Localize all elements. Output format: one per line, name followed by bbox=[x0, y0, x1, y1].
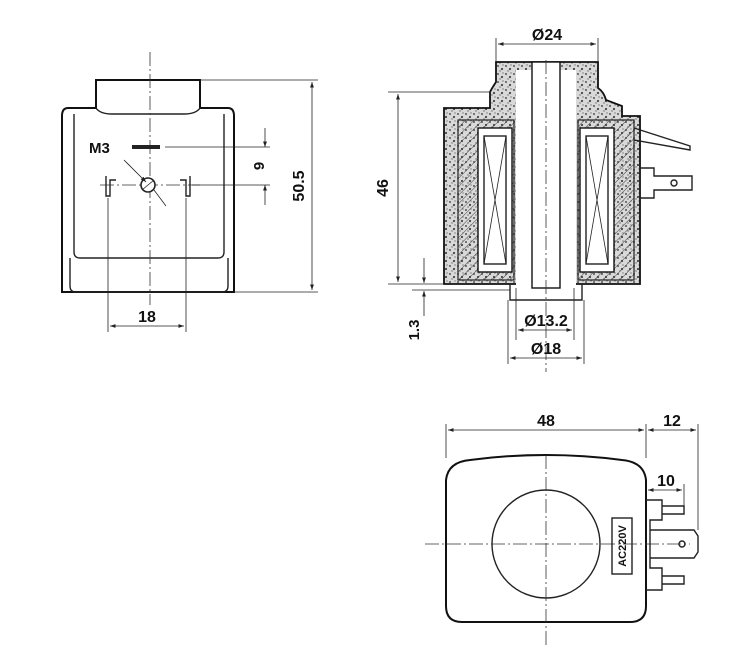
base-lip bbox=[509, 284, 583, 301]
terminal-spade bbox=[650, 529, 699, 559]
front-inner-frame bbox=[73, 114, 225, 259]
terminal-projection-dimension: 12 bbox=[663, 413, 681, 430]
front-view: M3 9 50.5 18 bbox=[61, 52, 318, 332]
voltage-label-frame bbox=[611, 517, 633, 575]
width-dimension: 48 bbox=[537, 413, 555, 430]
front-top-bevel bbox=[95, 107, 201, 115]
bottom-diameter-dimension: Ø18 bbox=[531, 341, 561, 358]
height-dimension: 50.5 bbox=[291, 170, 308, 201]
base-step-dimension: 1.3 bbox=[406, 320, 423, 341]
right-core-gap bbox=[560, 70, 576, 288]
terminal-lug bbox=[639, 167, 693, 199]
voltage-label: AC220V bbox=[617, 525, 629, 567]
terminal-blade bbox=[633, 127, 691, 151]
thread-label: M3 bbox=[89, 140, 110, 157]
terminal-length-dimension: 10 bbox=[657, 473, 675, 490]
section-view: Ø24 46 1.3 Ø13.2 Ø18 bbox=[375, 27, 693, 372]
top-body-outline bbox=[445, 454, 647, 623]
top-view: AC220V 48 12 10 bbox=[425, 413, 699, 645]
front-lower-skirt bbox=[69, 258, 229, 293]
top-diameter-dimension: Ø24 bbox=[532, 27, 562, 44]
left-terminal-slot bbox=[105, 176, 116, 197]
terminal-upper-blade bbox=[662, 505, 685, 515]
left-core-gap bbox=[516, 70, 532, 288]
bore-diameter-dimension: Ø13.2 bbox=[524, 313, 568, 330]
terminal-block bbox=[646, 499, 663, 591]
terminal-lower-blade bbox=[662, 575, 685, 585]
right-terminal-slot bbox=[180, 176, 191, 197]
ground-pin bbox=[132, 145, 160, 149]
height-dimension: 46 bbox=[375, 179, 392, 197]
offset-dimension: 9 bbox=[251, 162, 268, 170]
pin-spacing-dimension: 18 bbox=[138, 309, 156, 326]
